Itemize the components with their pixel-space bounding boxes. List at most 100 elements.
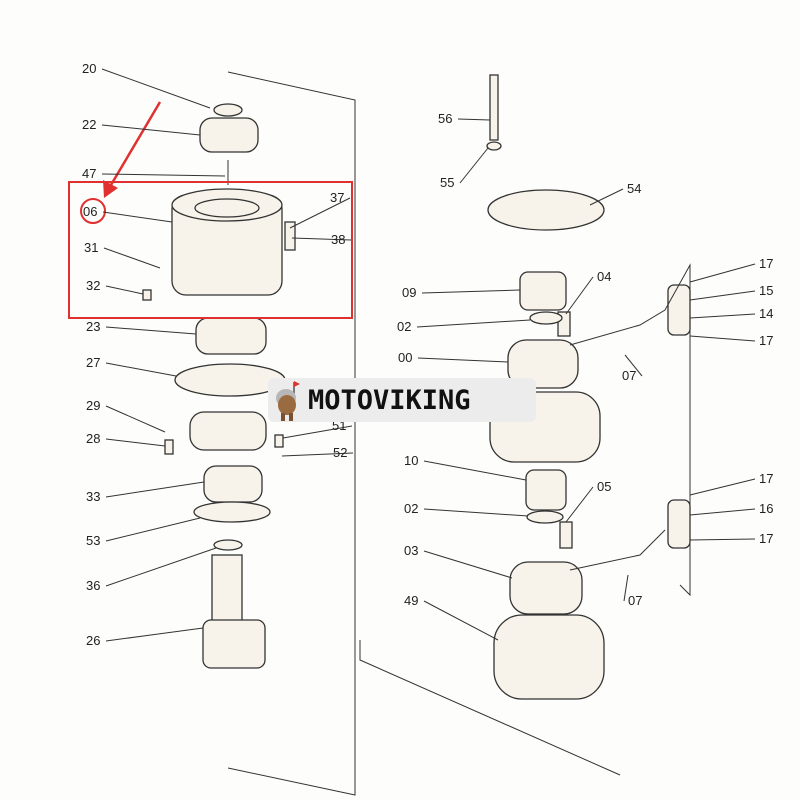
leader-line	[416, 319, 531, 328]
leader-line	[459, 147, 489, 184]
viking-mascot-icon	[268, 378, 306, 422]
part-10	[525, 469, 567, 511]
leader-line	[105, 517, 201, 542]
part-label-14: 14	[759, 306, 773, 321]
part-label-56: 56	[438, 111, 452, 126]
part-label-02: 02	[404, 501, 418, 516]
leader-line	[105, 326, 197, 335]
leader-line	[457, 118, 491, 121]
part-label-23: 23	[86, 319, 100, 334]
part-26-shaft	[211, 554, 243, 626]
part-32	[142, 289, 152, 301]
part-label-22: 22	[82, 117, 96, 132]
part-28	[164, 439, 174, 455]
leader-line	[689, 290, 756, 301]
leader-line	[105, 547, 217, 587]
part-36	[213, 539, 243, 551]
part-label-37: 37	[330, 190, 344, 205]
leader-line	[105, 405, 166, 433]
part-label-28: 28	[86, 431, 100, 446]
part-label-10: 10	[404, 453, 418, 468]
leader-line	[689, 263, 756, 283]
leader-line	[291, 237, 352, 241]
part-49	[493, 614, 605, 700]
leader-line	[105, 627, 204, 642]
part-09	[519, 271, 567, 311]
part-53	[193, 501, 271, 523]
part-label-17: 17	[759, 256, 773, 271]
leader-line	[105, 285, 144, 295]
leader-line	[689, 478, 756, 496]
part-label-15: 15	[759, 283, 773, 298]
part-20	[213, 103, 243, 117]
leader-line	[421, 289, 521, 294]
leader-line	[102, 211, 173, 223]
brand-name: MOTOVIKING	[308, 384, 471, 416]
highlight-arrow	[106, 101, 162, 191]
leader-line	[689, 335, 756, 342]
part-label-29: 29	[86, 398, 100, 413]
part-00	[507, 339, 579, 389]
leader-line	[423, 460, 527, 481]
part-label-49: 49	[404, 593, 418, 608]
part-22	[199, 117, 259, 153]
leader-line	[624, 354, 643, 377]
leader-line	[105, 481, 205, 498]
part-05	[559, 521, 573, 549]
leader-line	[423, 600, 499, 641]
leader-line	[423, 550, 513, 579]
part-33	[203, 465, 263, 503]
part-label-05: 05	[597, 479, 611, 494]
part-label-07: 07	[628, 593, 642, 608]
part-label-31: 31	[84, 240, 98, 255]
leader-line	[105, 438, 166, 447]
leader-line	[689, 508, 756, 516]
part-label-38: 38	[331, 232, 345, 247]
part-label-33: 33	[86, 489, 100, 504]
part-label-54: 54	[627, 181, 641, 196]
part-label-20: 20	[82, 61, 96, 76]
left-stack	[142, 103, 296, 669]
part-label-17: 17	[759, 531, 773, 546]
part-label-53: 53	[86, 533, 100, 548]
part-label-55: 55	[440, 175, 454, 190]
part-label-32: 32	[86, 278, 100, 293]
part-label-02: 02	[397, 319, 411, 334]
leader-line	[565, 486, 594, 523]
part-37	[284, 221, 296, 251]
watermark-logo: MOTOVIKING	[268, 378, 536, 422]
part-label-17: 17	[759, 471, 773, 486]
part-02	[529, 311, 563, 325]
part-label-09: 09	[402, 285, 416, 300]
part-label-36: 36	[86, 578, 100, 593]
leader-line	[101, 68, 211, 109]
leader-line	[689, 538, 756, 541]
leader-line	[589, 188, 624, 206]
leader-line	[623, 574, 629, 602]
part-16	[667, 499, 691, 549]
highlight-box	[68, 181, 353, 319]
part-label-03: 03	[404, 543, 418, 558]
leader-line	[565, 276, 594, 315]
highlight-circle	[80, 198, 106, 224]
part-23	[195, 317, 267, 355]
parts-14-15	[667, 284, 691, 336]
part-label-17: 17	[759, 333, 773, 348]
part-55	[486, 141, 502, 151]
part-label-27: 27	[86, 355, 100, 370]
part-label-26: 26	[86, 633, 100, 648]
arrow-head-icon	[103, 180, 118, 198]
leader-line	[281, 452, 354, 457]
part-02b	[526, 510, 564, 524]
leader-line	[282, 425, 353, 439]
part-03	[509, 561, 583, 615]
leader-line	[101, 173, 226, 177]
leader-line	[105, 362, 177, 377]
part-label-04: 04	[597, 269, 611, 284]
part-label-06: 06	[83, 204, 97, 219]
part-54	[487, 189, 605, 231]
leader-line	[423, 508, 529, 517]
part-56	[489, 74, 499, 141]
leader-line	[103, 247, 161, 269]
